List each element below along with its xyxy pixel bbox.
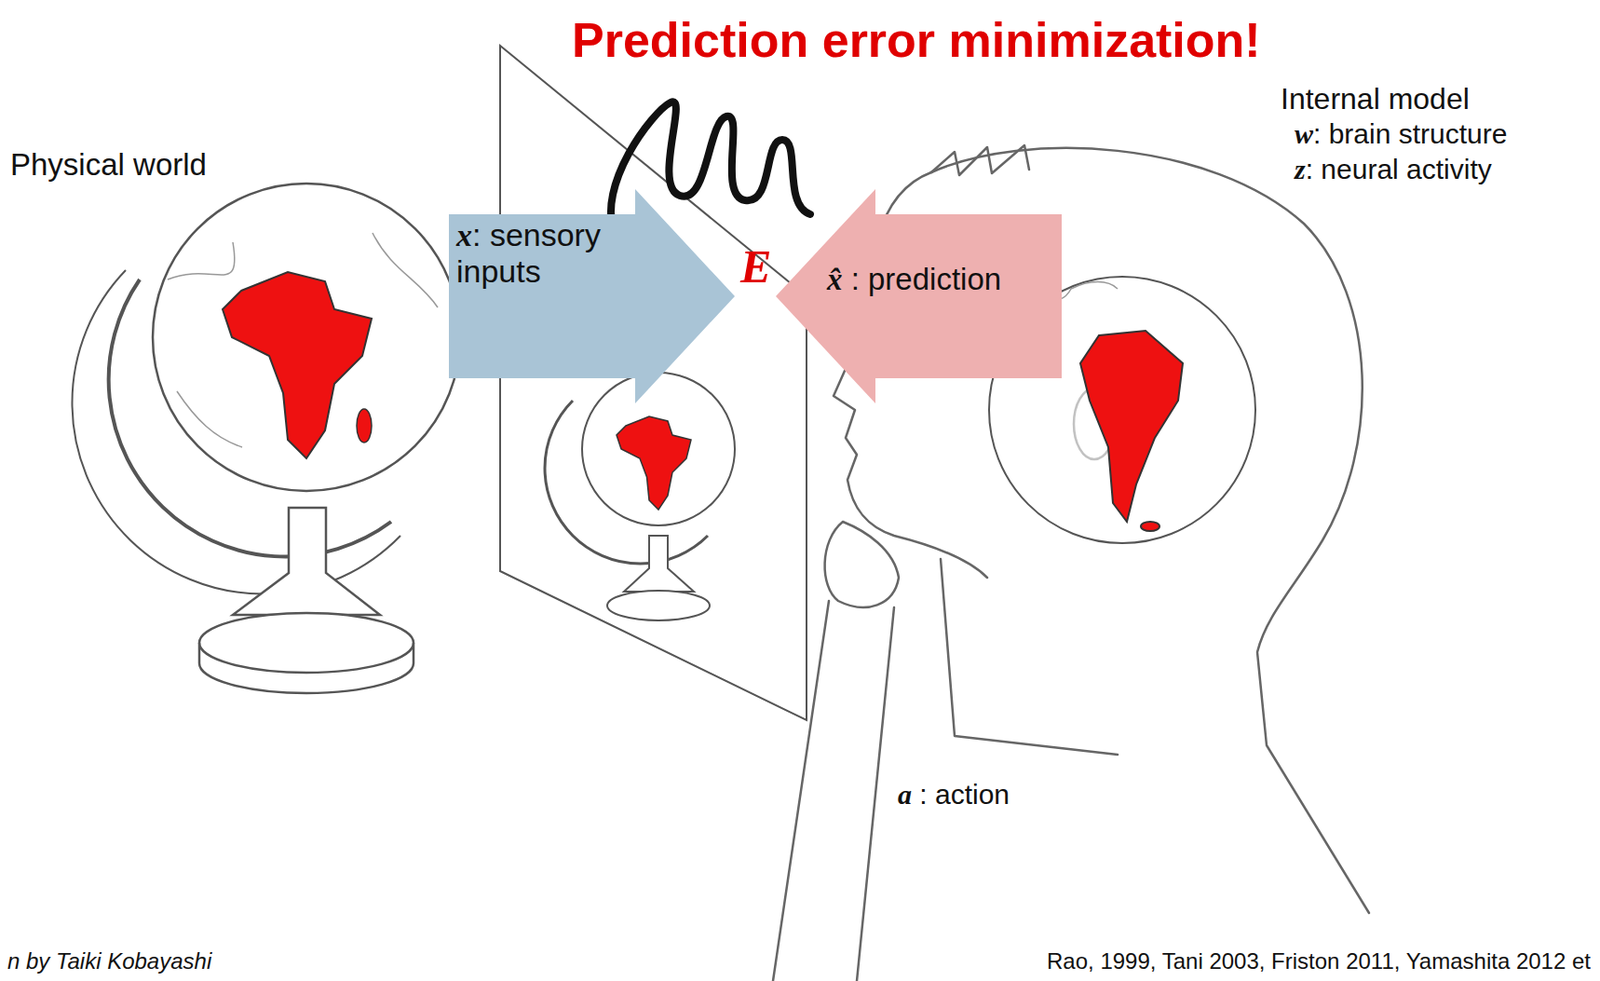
region-label: Internal model	[1280, 81, 1470, 117]
arrow-body	[775, 189, 1062, 404]
sensory-input-arrow: x: sensory inputs	[448, 189, 735, 404]
human-head	[772, 145, 1370, 981]
arrow-body	[448, 189, 735, 404]
credit-note: n by Taiki Kobayashi	[7, 948, 212, 975]
variable-label: z: neural activity	[1294, 153, 1492, 187]
math-variable: a	[897, 778, 912, 810]
variable-label: w: brain structure	[1294, 118, 1507, 151]
arrow-label: x: sensory inputs	[456, 216, 666, 290]
mirror-globe	[544, 372, 735, 621]
reference-note: Rao, 1999, Tani 2003, Friston 2011, Yama…	[1046, 948, 1591, 975]
error-symbol: E	[740, 240, 772, 295]
math-variable: x	[456, 217, 473, 253]
prediction-arrow: x̂ : prediction	[775, 189, 1062, 404]
variable-label: a : action	[897, 778, 1010, 812]
arrow-label: x̂ : prediction	[827, 261, 1002, 299]
diagram-title: Prediction error minimization!	[571, 13, 1262, 69]
math-variable: x̂	[827, 262, 843, 297]
math-variable: w	[1294, 118, 1314, 150]
region-label: Physical world	[10, 147, 207, 183]
math-variable: z	[1294, 153, 1306, 185]
physical-globe	[71, 183, 461, 693]
